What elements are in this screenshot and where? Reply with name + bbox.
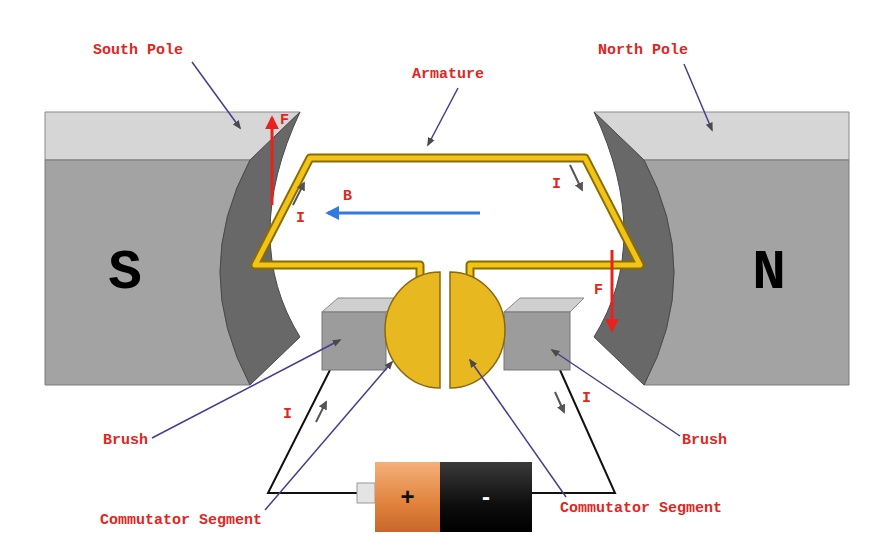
magnet-pole: N: [694, 160, 844, 385]
part-label: Commutator Segment: [100, 512, 262, 530]
current-label: I: [582, 390, 591, 408]
pole-letter: N: [752, 241, 786, 305]
leader-line: [152, 340, 340, 438]
commutator-segment: [385, 272, 440, 388]
force-label: F: [280, 112, 289, 130]
part-label: Armature: [412, 66, 484, 84]
force-label: F: [594, 282, 603, 300]
magnet-pole: S: [50, 160, 200, 385]
battery-terminal: [357, 483, 375, 503]
part-label: North Pole: [598, 42, 688, 60]
pole-letter: S: [108, 241, 142, 305]
part-label: Brush: [103, 432, 148, 450]
part-label: Commutator Segment: [560, 500, 722, 518]
magnet-body: [45, 160, 250, 385]
field-label: B: [343, 188, 352, 206]
current-label: I: [552, 176, 561, 194]
wire: [520, 370, 615, 493]
battery: +-: [375, 462, 532, 532]
current-label: I: [283, 406, 292, 424]
battery-positive: +: [375, 462, 440, 532]
leader-line: [428, 88, 458, 145]
leader-line: [265, 362, 392, 510]
leader-line: [192, 62, 240, 128]
force-arrow: [271, 118, 274, 205]
leader-line: [684, 64, 712, 130]
armature-outline: [255, 158, 640, 292]
brush: [504, 312, 570, 370]
current-arrow: [555, 392, 564, 412]
battery-negative: -: [440, 462, 532, 532]
magnet-body: [644, 160, 849, 385]
current-label: I: [296, 210, 305, 228]
brush: [322, 312, 386, 370]
leader-line: [552, 350, 680, 436]
force-arrow: [611, 250, 614, 330]
part-label: Brush: [682, 432, 727, 450]
current-arrow: [570, 165, 582, 190]
part-label: South Pole: [93, 42, 183, 60]
wire: [268, 370, 357, 493]
current-arrow: [293, 183, 304, 205]
brush-top: [504, 298, 584, 312]
armature-coil: [255, 158, 640, 292]
field-arrow: [328, 212, 480, 215]
current-arrow: [316, 402, 326, 422]
